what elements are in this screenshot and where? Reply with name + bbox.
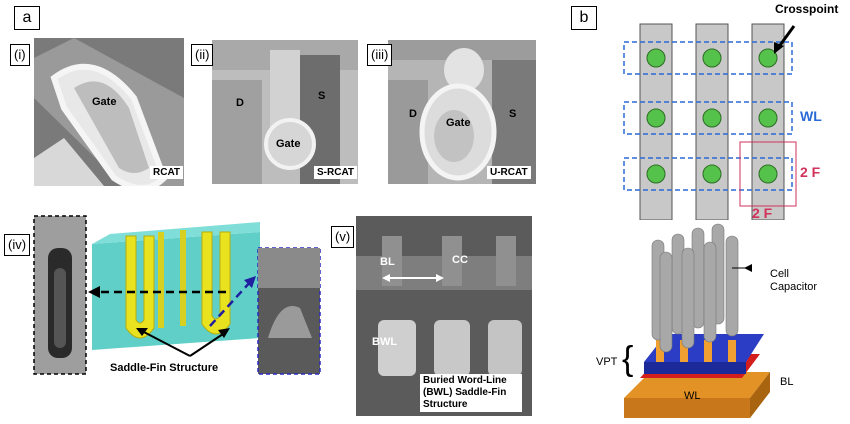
gate-label-ii: Gate [276, 138, 301, 150]
urcat-micrograph [388, 40, 536, 184]
caption-rcat: RCAT [150, 166, 184, 179]
gate-label-iii: Gate [446, 117, 471, 129]
drain-label-iii: D [409, 108, 417, 120]
caption-urcat: U-RCAT [487, 166, 531, 179]
wl-label-top: WL [800, 108, 822, 124]
source-label-ii: S [318, 90, 326, 102]
crosspoint-label: Crosspoint [775, 2, 839, 16]
image-i-rcat [34, 38, 184, 186]
gate-label-i: Gate [92, 96, 117, 108]
subtag-ii: (ii) [191, 44, 214, 66]
vertical-cell-stack [624, 223, 770, 418]
panel-a-tag: a [14, 6, 40, 30]
vpt-label: VPT [596, 356, 618, 368]
bl-label-bottom: BL [780, 376, 794, 388]
image-ii-srcat [212, 40, 358, 184]
image-iii-urcat [388, 40, 536, 184]
bl-label-v: BL [380, 256, 395, 268]
bwl-caption: Buried Word-Line (BWL) Saddle-Fin Struct… [420, 374, 522, 412]
bwl-label-v: BWL [372, 336, 398, 348]
crosspoint-array [623, 23, 797, 220]
two-f-vertical-label: 2 F [800, 164, 821, 180]
source-label-iii: S [509, 108, 517, 120]
drain-label-ii: D [236, 97, 244, 109]
saddle-fin-caption: Saddle-Fin Structure [110, 362, 219, 374]
cell-capacitor-label: Cell Capacitor [770, 268, 818, 293]
subtag-iii: (iii) [367, 44, 393, 66]
vpt-bracket: { [622, 340, 634, 378]
wl-label-bottom: WL [684, 390, 701, 402]
saddle-fin-diagram [33, 215, 321, 375]
cc-label-v: CC [452, 254, 468, 266]
subtag-v: (v) [331, 226, 355, 248]
caption-srcat: S-RCAT [314, 166, 358, 179]
rcat-micrograph [34, 38, 184, 186]
panel-b-tag: b [571, 6, 597, 30]
two-f-horizontal-label: 2 F [752, 205, 773, 221]
srcat-micrograph [212, 40, 358, 184]
subtag-i: (i) [10, 44, 30, 66]
subtag-iv: (iv) [4, 234, 31, 256]
